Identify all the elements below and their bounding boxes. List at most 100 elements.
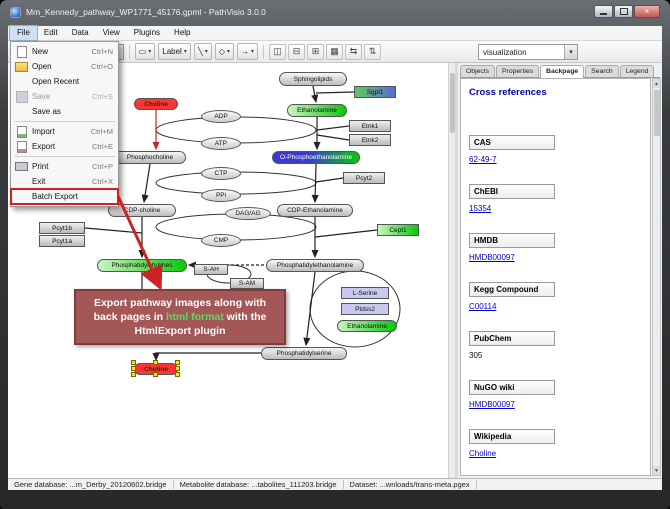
xref-value[interactable]: 62-49-7 bbox=[469, 155, 642, 164]
tab-backpage[interactable]: Backpage bbox=[540, 65, 584, 78]
menu-item-import[interactable]: ImportCtrl+M bbox=[11, 124, 118, 139]
pathway-edge[interactable] bbox=[85, 228, 142, 233]
menu-edit[interactable]: Edit bbox=[37, 26, 65, 40]
menu-item-save[interactable]: SaveCtrl+S bbox=[11, 89, 118, 104]
pathway-node-ctp[interactable]: CTP bbox=[201, 167, 241, 180]
scrollbar-thumb[interactable] bbox=[654, 90, 660, 136]
pathway-node-phosphatidylcholines[interactable]: Phosphatidylcholines bbox=[97, 259, 187, 272]
selection-handle[interactable] bbox=[153, 360, 158, 365]
pathway-node-cmp[interactable]: CMP bbox=[201, 234, 241, 247]
align-center-horizontal-button[interactable]: ◫ bbox=[269, 44, 286, 60]
pathway-edge[interactable] bbox=[313, 86, 316, 102]
menu-item-open-recent[interactable]: Open Recent bbox=[11, 74, 118, 89]
tab-objects[interactable]: Objects bbox=[460, 65, 495, 77]
pathway-node-l-serine[interactable]: L-Serine bbox=[341, 287, 389, 299]
pathway-node-sphingolipids[interactable]: Sphingolipids bbox=[279, 72, 347, 86]
pathway-edge[interactable] bbox=[306, 272, 315, 345]
xref-value[interactable]: HMDB00097 bbox=[469, 400, 642, 409]
new-label-button[interactable]: Label▾ bbox=[158, 43, 191, 60]
pathway-node-adp[interactable]: ADP bbox=[201, 110, 241, 123]
menu-item-print[interactable]: PrintCtrl+P bbox=[11, 159, 118, 174]
pathway-node-phosphatidylserine[interactable]: Phosphatidylserine bbox=[261, 347, 347, 360]
pathway-node-s-am[interactable]: S-AM bbox=[230, 278, 264, 289]
visualization-combobox[interactable]: visualization ▾ bbox=[478, 44, 578, 60]
pathway-node-phosphocholine[interactable]: Phosphocholine bbox=[114, 151, 186, 164]
scroll-down-icon[interactable]: ▼ bbox=[653, 466, 660, 475]
scroll-up-icon[interactable]: ▲ bbox=[653, 79, 660, 88]
pathway-node-s-ah[interactable]: S-AH bbox=[194, 264, 228, 275]
pathway-node-ethanolamine[interactable]: Ethanolamine bbox=[337, 320, 397, 332]
new-connector-button[interactable]: →▾ bbox=[237, 43, 258, 60]
xref-value[interactable]: Choline bbox=[469, 449, 642, 458]
pathway-node-ppi[interactable]: PPi bbox=[201, 189, 241, 202]
pathway-edge[interactable] bbox=[315, 230, 377, 237]
align-left-button[interactable]: ⊞ bbox=[307, 44, 324, 60]
pathway-node-choline[interactable]: Choline bbox=[134, 98, 178, 110]
menu-item-export[interactable]: ExportCtrl+E bbox=[11, 139, 118, 154]
canvas-vertical-scrollbar[interactable] bbox=[448, 63, 455, 478]
pathway-node-ptdss2[interactable]: Ptdss2 bbox=[341, 303, 389, 315]
menu-data[interactable]: Data bbox=[65, 26, 96, 40]
pathway-node-etnk2[interactable]: Etnk2 bbox=[349, 134, 391, 146]
selection-handle[interactable] bbox=[153, 372, 158, 377]
selection-handle[interactable] bbox=[175, 372, 180, 377]
chevron-down-icon[interactable]: ▾ bbox=[564, 45, 577, 59]
menu-shortcut: Ctrl+N bbox=[92, 47, 113, 56]
xref-value[interactable]: 15354 bbox=[469, 204, 642, 213]
pathway-edge[interactable] bbox=[317, 135, 349, 140]
pathway-node-pcyt1b[interactable]: Pcyt1b bbox=[39, 222, 85, 234]
selection-handle[interactable] bbox=[131, 366, 136, 371]
menu-item-label: Save bbox=[32, 92, 88, 101]
minimize-button[interactable] bbox=[594, 5, 613, 18]
pathway-node-atp[interactable]: ATP bbox=[201, 137, 241, 150]
side-panel-tabs: ObjectsPropertiesBackpageSearchLegend bbox=[460, 64, 660, 78]
pathway-node-ethanolamine[interactable]: Ethanolamine bbox=[287, 104, 347, 117]
pathway-node-pcyt2[interactable]: Pcyt2 bbox=[343, 172, 385, 184]
menu-item-exit[interactable]: ExitCtrl+X bbox=[11, 174, 118, 189]
pathway-edge[interactable] bbox=[316, 178, 343, 182]
xref-value[interactable]: C00114 bbox=[469, 302, 642, 311]
pathway-node-cdp-ethanolamine[interactable]: CDP-Ethanolamine bbox=[277, 204, 353, 217]
selection-handle[interactable] bbox=[175, 360, 180, 365]
panel-scrollbar[interactable]: ▲ ▼ bbox=[652, 78, 661, 476]
close-button[interactable]: × bbox=[634, 5, 660, 18]
pathway-edge[interactable] bbox=[156, 353, 261, 360]
pathway-edge[interactable] bbox=[315, 164, 316, 202]
new-geneproduct-button[interactable]: ▭▾ bbox=[135, 43, 156, 60]
pathway-node-pcyt1a[interactable]: Pcyt1a bbox=[39, 235, 85, 247]
menu-help[interactable]: Help bbox=[167, 26, 197, 40]
new-shape-button[interactable]: ◇▾ bbox=[215, 43, 234, 60]
pathway-edge[interactable] bbox=[144, 164, 150, 202]
stack-horizontal-button[interactable]: ⇆ bbox=[345, 44, 362, 60]
title-bar[interactable]: Mm_Kennedy_pathway_WP1771_45176.gpml - P… bbox=[0, 0, 670, 26]
selection-handle[interactable] bbox=[131, 360, 136, 365]
pathway-node-o-phosphoethanolamine[interactable]: O-Phosphoethanolamine bbox=[272, 151, 360, 164]
xref-header: HMDB bbox=[469, 233, 555, 248]
menu-item-open[interactable]: OpenCtrl+O bbox=[11, 59, 118, 74]
align-center-vertical-button[interactable]: ⊟ bbox=[288, 44, 305, 60]
menu-plugins[interactable]: Plugins bbox=[127, 26, 167, 40]
menu-item-batch-export[interactable]: Batch Export bbox=[11, 189, 118, 204]
tab-legend[interactable]: Legend bbox=[620, 65, 655, 77]
pathway-edge[interactable] bbox=[317, 126, 349, 130]
xref-value[interactable]: HMDB00097 bbox=[469, 253, 642, 262]
new-line-button[interactable]: ╲▾ bbox=[194, 43, 212, 60]
pathway-edge[interactable] bbox=[316, 92, 354, 93]
menu-file[interactable]: File bbox=[10, 26, 37, 40]
pathway-node-etnk1[interactable]: Etnk1 bbox=[349, 120, 391, 132]
pathway-node-dag-ag[interactable]: DAG/AG bbox=[225, 207, 271, 220]
tab-properties[interactable]: Properties bbox=[496, 65, 539, 77]
pathway-node-phosphatidylethanolamine[interactable]: Phosphatidylethanolamine bbox=[266, 259, 364, 272]
set-common-size-button[interactable]: ▦ bbox=[326, 44, 343, 60]
xref-section-pubchem: PubChem305 bbox=[469, 328, 642, 360]
menu-item-new[interactable]: NewCtrl+N bbox=[11, 44, 118, 59]
tab-search[interactable]: Search bbox=[585, 65, 619, 77]
pathway-node-cept1[interactable]: Cept1 bbox=[377, 224, 419, 236]
menu-item-save-as[interactable]: Save as bbox=[11, 104, 118, 119]
maximize-button[interactable] bbox=[614, 5, 633, 18]
menu-view[interactable]: View bbox=[96, 26, 127, 40]
stack-vertical-button[interactable]: ⇅ bbox=[364, 44, 381, 60]
selection-handle[interactable] bbox=[175, 366, 180, 371]
selection-handle[interactable] bbox=[131, 372, 136, 377]
pathway-node-sgpl1[interactable]: Sgpl1 bbox=[354, 86, 396, 98]
